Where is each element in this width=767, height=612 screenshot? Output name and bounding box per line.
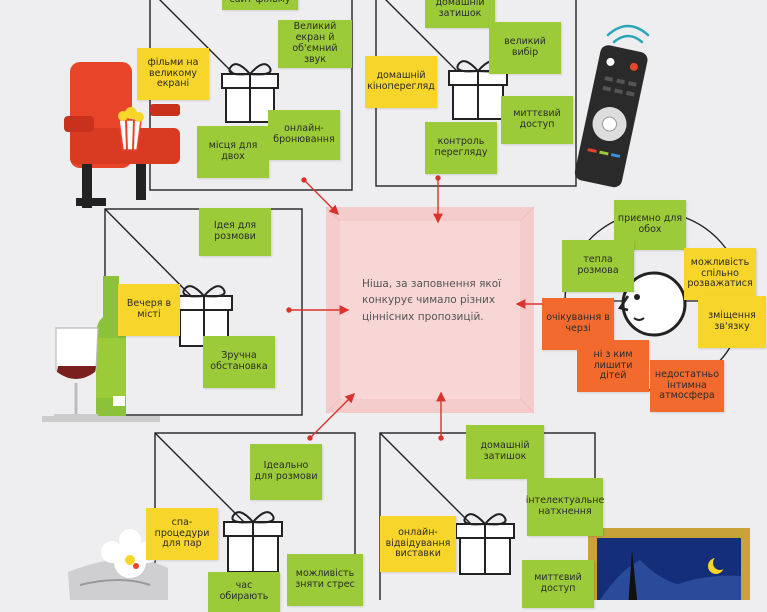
note-museum-cosy: домашній затишок [466,425,544,479]
wine-bottle-icon [96,276,126,418]
note-cinema-booking: онлайн-бронювання [268,110,340,160]
note-home-cosy: домашній затишок [425,0,495,28]
note-cinema-bigscreen: Великий екран й об'ємний звук [278,20,352,68]
note-museum-online: онлайн-відвідування виставки [380,516,456,572]
note-museum-instant: миттєвий доступ [522,560,594,608]
popcorn-icon [118,107,144,151]
note-museum-intel: інтелектуальне натхнення [526,478,604,536]
niche-box [325,206,535,414]
wine-glass-icon [54,327,99,418]
note-cinema-film: фільми на великому екрані [137,48,209,100]
person-face-icon [617,271,687,337]
gift-icon [455,513,515,575]
wifi-signal-icon [606,24,650,44]
gift-icon [221,63,279,123]
note-dinner-idea: Ідея для розмови [199,208,271,256]
note-talk-kids: ні з ким лишити дітей [577,340,649,392]
shelf [42,416,160,422]
gift-icon [448,60,508,120]
note-home-control: контроль перегляду [425,122,497,174]
cinema-seat-icon [64,62,180,208]
note-cinema-site: сайт фільму [222,0,298,10]
note-talk-warm: тепла розмова [562,240,634,292]
gift-icon [223,511,283,573]
note-talk-atmo: недостатньо інтимна атмосфера [650,360,724,412]
note-spa-couples: спа-процедури для пар [146,508,218,560]
niche-description: Ніша, за заповнення якої конкурує чимало… [362,278,502,323]
note-spa-time: час обирають [208,572,280,612]
note-talk-together: можливість спільно розважатися [684,248,756,300]
note-home-choice: великий вибір [489,22,561,74]
note-dinner-comfy: Зручна обстановка [203,336,275,388]
note-talk-tired: зміщення зв'язку [698,296,766,348]
note-home-movie: домашній кіноперегляд [365,56,437,108]
note-cinema-seats: місця для двох [197,126,269,178]
note-spa-stress: можливість зняти стрес [287,554,363,606]
night-painting-icon [588,528,750,600]
tv-remote-icon [574,45,648,188]
note-spa-ideal: Ідеально для розмови [250,444,322,500]
note-home-instant: миттєвий доступ [501,96,573,144]
note-dinner-city: Вечеря в місті [118,284,180,336]
